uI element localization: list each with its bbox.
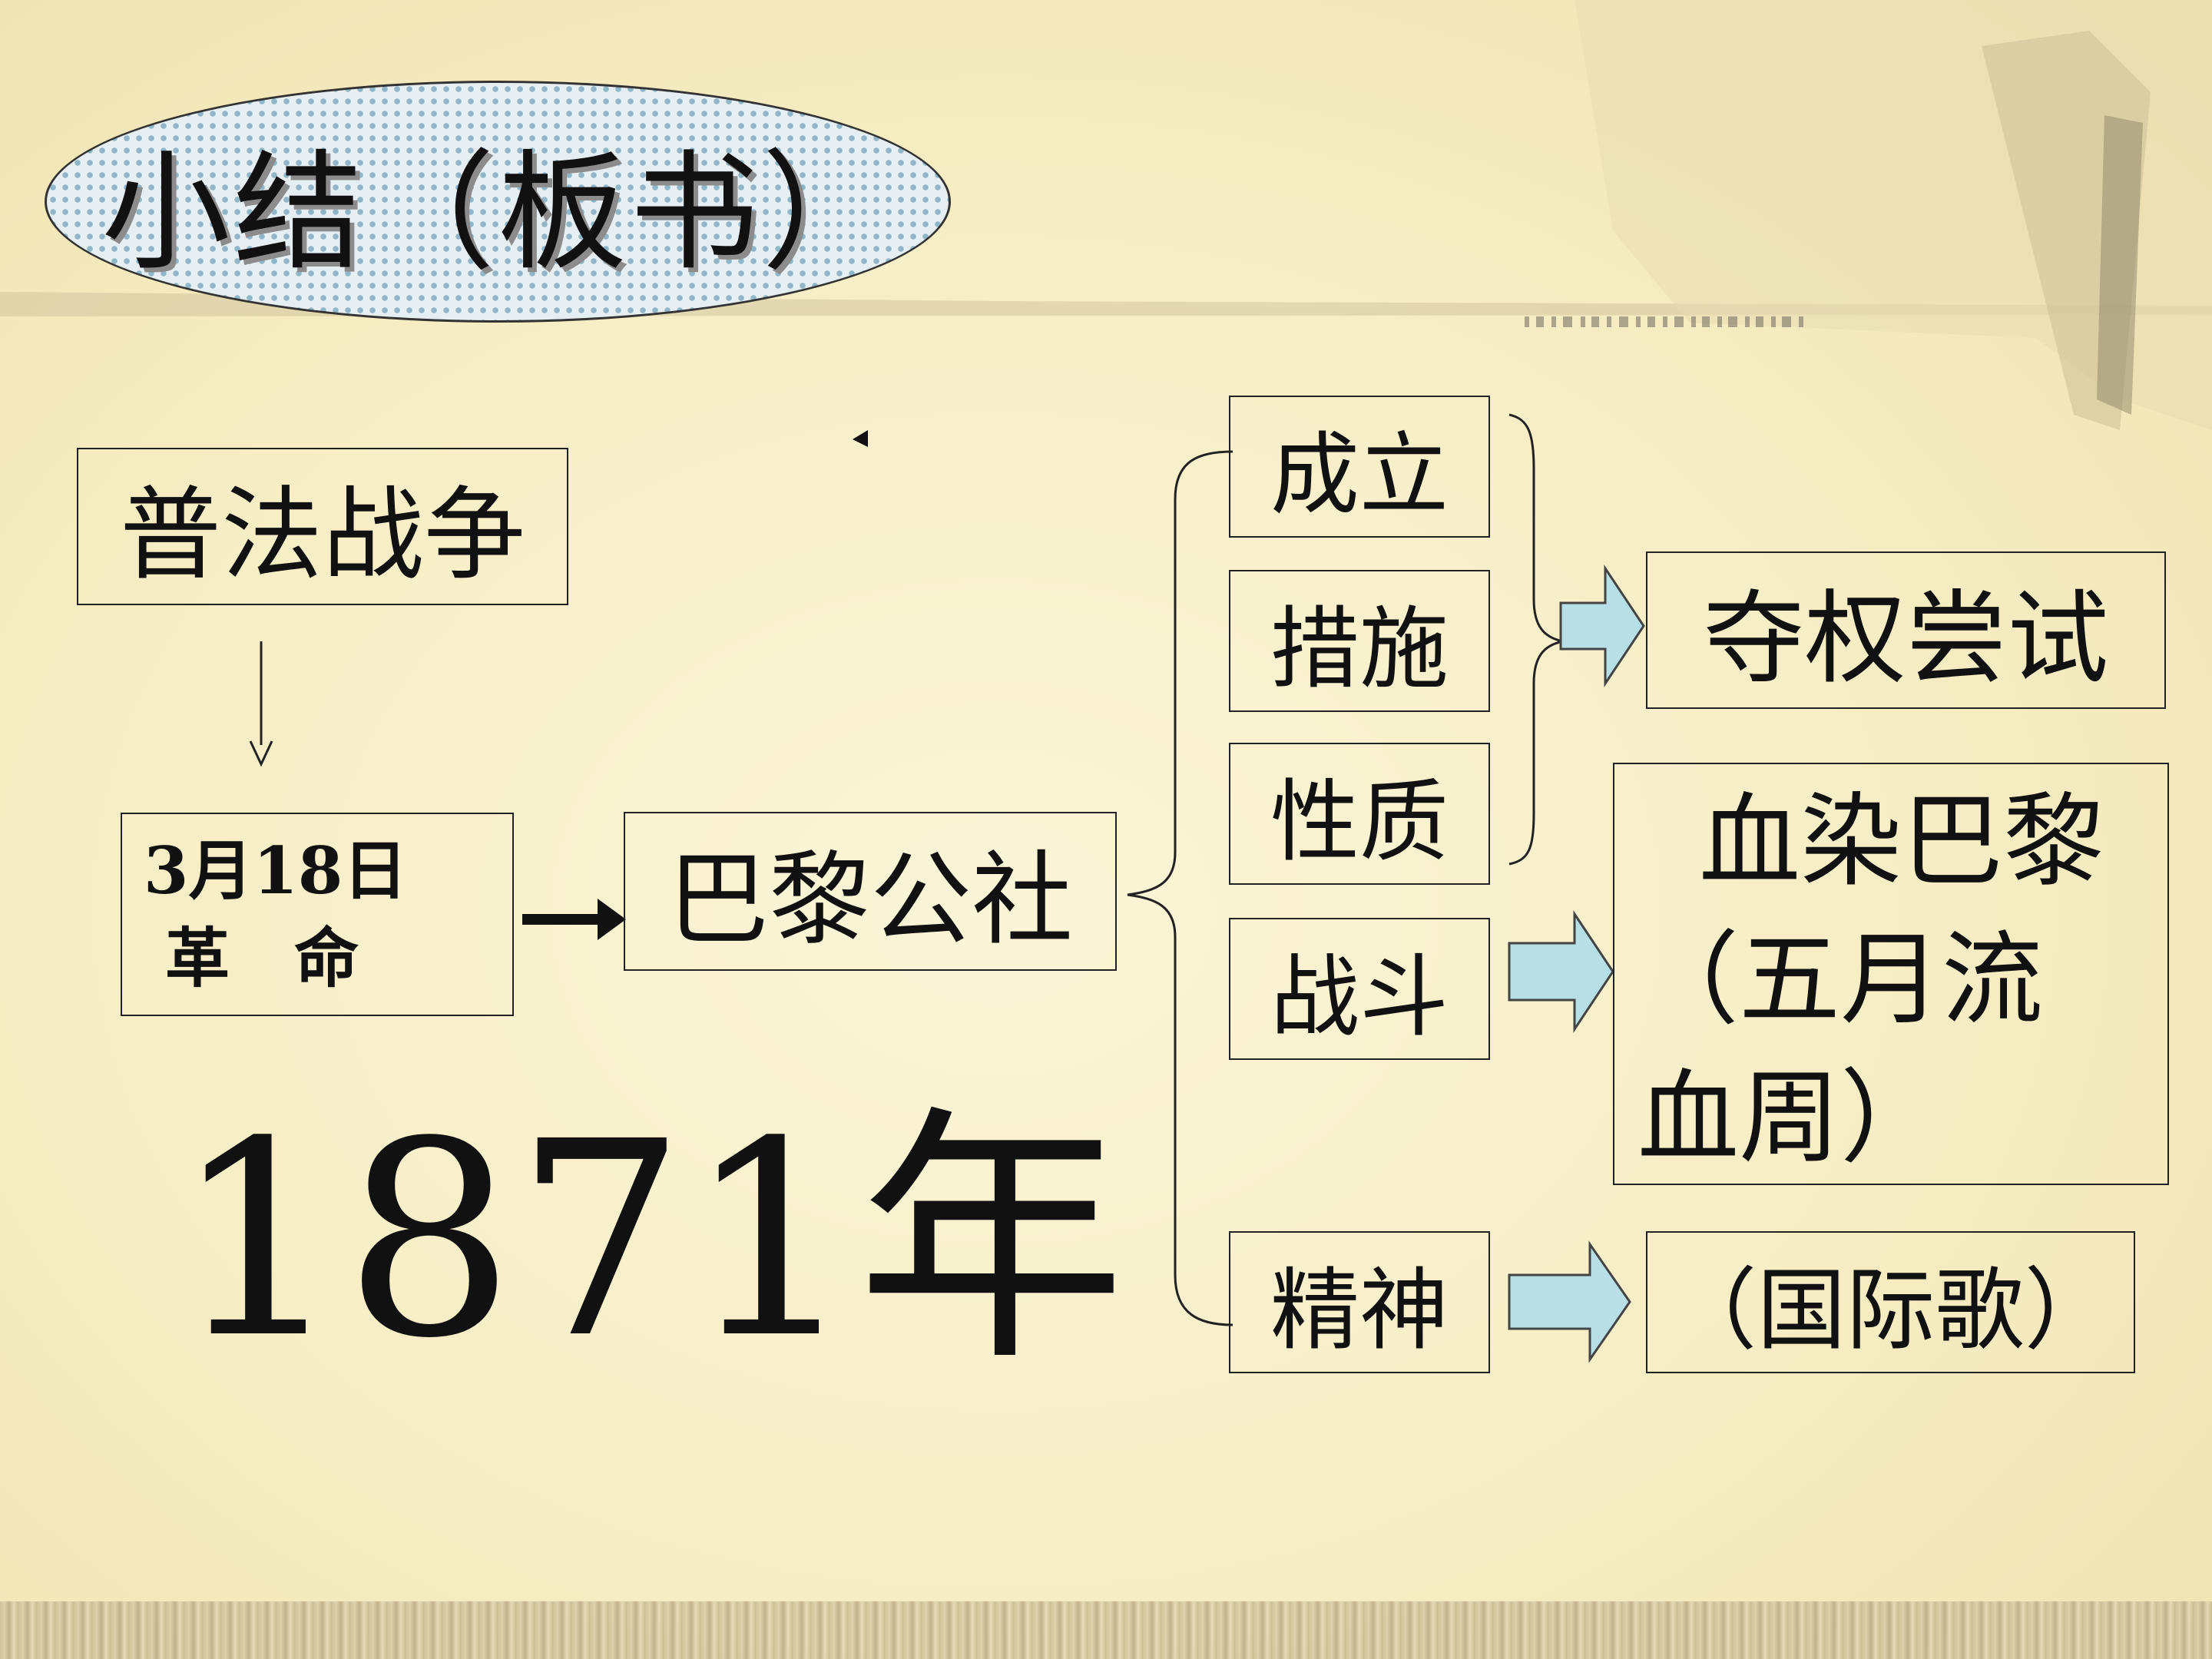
commune-branch-brace — [1127, 450, 1233, 1326]
bloody-line-2: （五月流 — [1637, 921, 2043, 1039]
commune-label: 巴黎公社 — [667, 841, 1073, 959]
war-box: 普法战争 — [77, 448, 568, 605]
power-attempt-box: 夺权尝试 — [1646, 551, 2166, 709]
bloody-week-box: 血染巴黎 （五月流 血周） — [1613, 763, 2169, 1185]
scroll-decoration — [0, 0, 2212, 430]
page-title: 小结（板书） — [101, 137, 894, 288]
war-to-revolution-arrowhead — [249, 740, 273, 767]
founding-label: 成立 — [1270, 422, 1449, 527]
arrow-to-anthem — [1508, 1240, 1631, 1363]
bloody-line-1: 血染巴黎 — [1699, 783, 2104, 901]
bottom-decoration-band — [0, 1601, 2212, 1659]
stray-mark — [853, 430, 868, 447]
nature-label: 性质 — [1270, 770, 1449, 874]
group-brace — [1508, 413, 1564, 866]
year-label: 1871年 — [173, 1084, 1126, 1397]
measures-label: 措施 — [1270, 597, 1449, 701]
battle-label: 战斗 — [1270, 945, 1449, 1049]
spirit-box: 精神 — [1229, 1231, 1490, 1373]
revolution-label: 革 命 — [165, 919, 359, 996]
measures-box: 措施 — [1229, 570, 1490, 712]
bloody-line-3: 血周） — [1637, 1059, 1942, 1177]
power-attempt-label: 夺权尝试 — [1703, 580, 2109, 698]
spirit-label: 精神 — [1270, 1258, 1449, 1363]
founding-box: 成立 — [1229, 396, 1490, 538]
arrow-to-bloody-week — [1508, 910, 1614, 1033]
revolution-box: 3月18日 革 命 — [121, 813, 514, 1016]
war-label: 普法战争 — [120, 476, 525, 594]
nature-box: 性质 — [1229, 743, 1490, 885]
revolution-to-commune-arrowhead — [598, 899, 626, 940]
arrow-to-power-attempt — [1559, 565, 1645, 687]
battle-box: 战斗 — [1229, 918, 1490, 1060]
revolution-date: 3月18日 — [144, 833, 408, 909]
anthem-label: （国际歌） — [1667, 1258, 2114, 1363]
title-badge: 小结（板书） — [45, 81, 951, 323]
commune-box: 巴黎公社 — [624, 812, 1117, 971]
anthem-box: （国际歌） — [1646, 1231, 2135, 1373]
